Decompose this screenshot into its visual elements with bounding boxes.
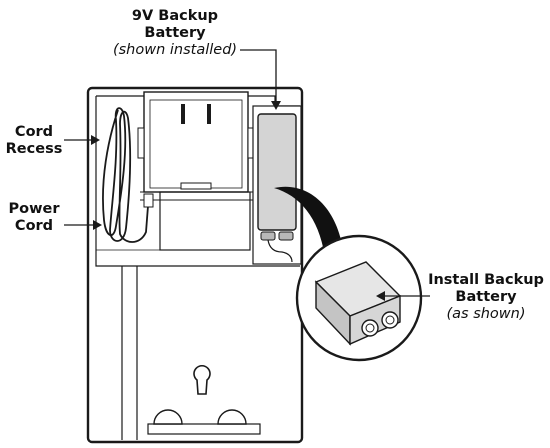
label-power-cord-line2: Cord bbox=[14, 218, 54, 234]
label-install-battery: Install Backup Battery (as shown) bbox=[424, 272, 548, 323]
label-cord-recess-line1: Cord bbox=[14, 124, 54, 140]
leader-9v-battery bbox=[240, 49, 281, 110]
label-install-battery-line2: Battery bbox=[455, 289, 517, 305]
label-9v-battery: 9V Backup Battery (shown installed) bbox=[100, 8, 250, 59]
housing-inner-wall bbox=[95, 96, 300, 440]
leader-power-cord bbox=[64, 220, 102, 230]
label-install-battery-note: (as shown) bbox=[446, 306, 526, 322]
battery-installed bbox=[257, 113, 297, 231]
clip-left bbox=[137, 127, 145, 159]
base-strip bbox=[147, 423, 261, 435]
label-cord-recess: Cord Recess bbox=[2, 124, 66, 158]
foot-left bbox=[153, 409, 183, 425]
label-9v-battery-line1: 9V Backup bbox=[131, 8, 219, 24]
foot-right bbox=[217, 409, 247, 425]
label-9v-battery-line2: Battery bbox=[144, 25, 206, 41]
leader-cord-recess bbox=[64, 135, 100, 145]
power-cord-coil bbox=[102, 107, 149, 243]
keyhole-mount bbox=[193, 365, 211, 395]
label-cord-recess-line2: Recess bbox=[5, 141, 63, 157]
plug-slot-right bbox=[207, 104, 211, 124]
compartment-box bbox=[143, 91, 249, 193]
compartment-ledge bbox=[140, 191, 256, 201]
label-9v-battery-note: (shown installed) bbox=[112, 42, 238, 58]
battery-closeup bbox=[314, 261, 402, 346]
label-power-cord-line1: Power bbox=[8, 201, 60, 217]
label-power-cord: Power Cord bbox=[2, 201, 66, 235]
battery-wire bbox=[267, 239, 293, 263]
battery-terminal-left bbox=[260, 231, 276, 241]
plug-slot-left bbox=[181, 104, 185, 124]
cord-plug bbox=[143, 193, 154, 208]
label-install-battery-line1: Install Backup bbox=[428, 272, 544, 288]
leader-install-battery bbox=[376, 291, 430, 301]
battery-terminal-right bbox=[278, 231, 294, 241]
compartment-tab bbox=[180, 182, 212, 190]
